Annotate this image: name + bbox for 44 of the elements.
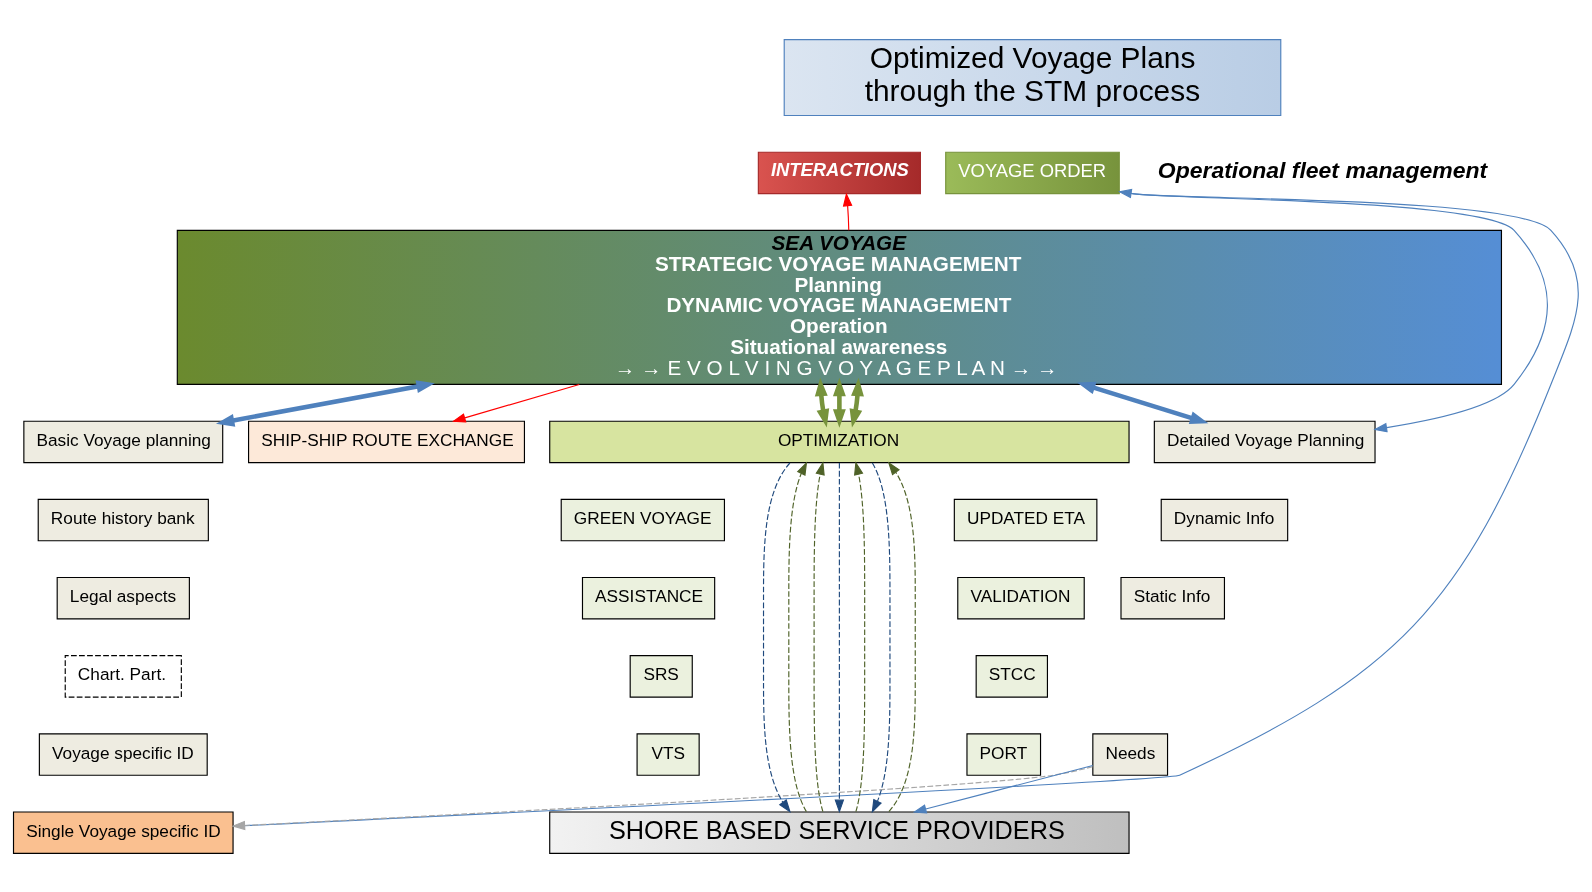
- node-box: STCC: [975, 654, 1048, 698]
- arrow: [814, 377, 830, 428]
- arrow: [1077, 381, 1209, 424]
- node-box: INTERACTIONS: [757, 151, 921, 194]
- node-box: Needs: [1092, 732, 1169, 776]
- node-box: VTS: [636, 732, 700, 776]
- node-box: Single Voyage specific ID: [12, 810, 234, 854]
- arrow: [232, 188, 1579, 827]
- node-box: Basic Voyage planning: [23, 420, 224, 463]
- node-box: SEA VOYAGE STRATEGIC VOYAGE MANAGEMENT Planning DYNAMIC VOYAGE MANAGEMENT Operation Situational awareness → → E V O L V I N G V O Y A G E P L A N → →: [176, 229, 1503, 385]
- arrow: [813, 460, 825, 812]
- arrow: [231, 765, 1094, 830]
- arrow: [912, 764, 1094, 814]
- arrow: [832, 377, 846, 428]
- arrow: [871, 461, 891, 813]
- node-box: SHORE BASED SERVICE PROVIDERS: [549, 810, 1130, 854]
- arrow: [1119, 190, 1548, 432]
- arrow: [849, 377, 864, 428]
- arrow: [216, 379, 435, 427]
- node-box: Optimized Voyage Plans through the STM process: [783, 38, 1282, 116]
- node-box: Legal aspects: [56, 576, 190, 619]
- label: Operational fleet management: [1157, 156, 1488, 183]
- arrow: [451, 383, 580, 422]
- node-box: Detailed Voyage Planning: [1153, 420, 1376, 463]
- node-box: PORT: [966, 732, 1042, 776]
- node-box: Chart. Part.: [64, 654, 182, 698]
- node-box: VALIDATION: [957, 576, 1085, 619]
- arrow: [788, 460, 808, 812]
- arrow: [834, 461, 845, 813]
- node-box: GREEN VOYAGE: [560, 498, 725, 541]
- node-box: ASSISTANCE: [581, 576, 716, 619]
- node-box: Voyage specific ID: [38, 732, 208, 776]
- node-box: Static Info: [1120, 576, 1226, 619]
- node-box: SRS: [629, 654, 693, 698]
- node-box: SHIP-SHIP ROUTE EXCHANGE: [248, 420, 525, 463]
- arrow: [887, 461, 916, 812]
- node-box: OPTIMIZATION: [549, 420, 1130, 463]
- arrow: [854, 460, 866, 812]
- node-box: UPDATED ETA: [953, 498, 1098, 541]
- node-box: Route history bank: [37, 498, 209, 541]
- arrow: [842, 191, 853, 231]
- node-box: VOYAGE ORDER: [945, 151, 1120, 194]
- arrow: [762, 461, 791, 813]
- node-box: Dynamic Info: [1160, 498, 1289, 541]
